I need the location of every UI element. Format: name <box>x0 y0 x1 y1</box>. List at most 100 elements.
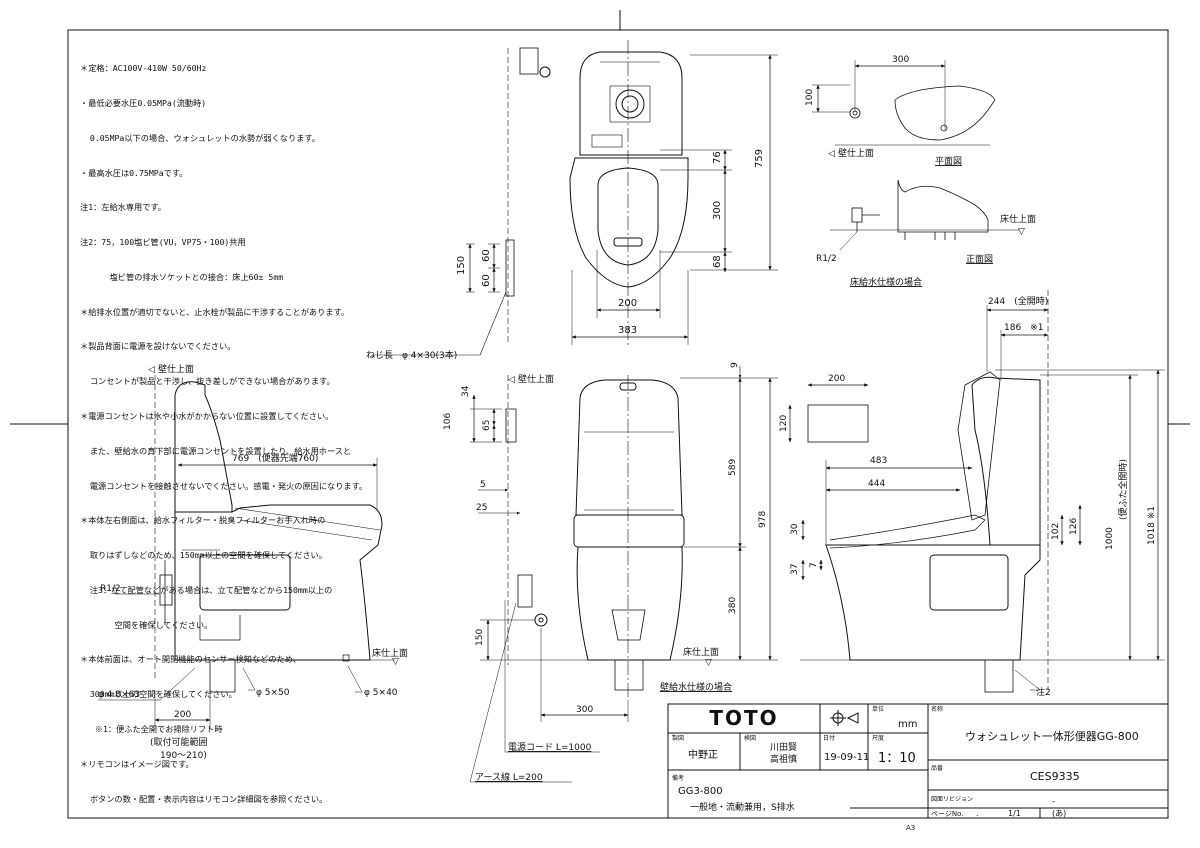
fv-dim-106: 106 <box>443 413 453 430</box>
note-line: ※1：便ふた全開でお掃除リフト時 <box>80 724 223 735</box>
left-side-view <box>98 375 395 728</box>
dim-383: 383 <box>618 325 637 336</box>
fv-wall-icon: ◁ <box>508 375 515 385</box>
revision-value: - <box>1052 797 1055 807</box>
fv-floor-triangle-icon: ▽ <box>705 658 712 668</box>
ls-r-label: R1/2 <box>100 584 121 594</box>
model-desc: 一般地・流動兼用，S排水 <box>690 801 795 813</box>
top-view-labels: 759 76 300 68 200 383 150 60 60 ねじ長 φ 4×… <box>366 149 765 361</box>
rs-dim-30: 30 <box>790 523 800 535</box>
fs-r-label: R1/2 <box>816 254 837 264</box>
note-line: ＊給排水位置が適切でないと、止水栓が製品に干渉することがあります。 <box>80 306 350 317</box>
fv-floor-label: 床仕上面 <box>683 646 719 658</box>
paper-size: A3 <box>906 824 915 832</box>
ls-range-title: (取付可能範囲 <box>150 736 208 748</box>
page-dot: . <box>976 809 979 818</box>
title-block-labels: TOTO 単位 mm 名称 ウォシュレット一体形便器GG-800 製図 中野正 … <box>672 705 1139 832</box>
rs-dim-126: 126 <box>1069 518 1079 535</box>
ls-dim-200: 200 <box>174 710 191 720</box>
rs-dim-1000: 1000 <box>1105 527 1115 550</box>
scale-label: 尺度 <box>872 734 884 742</box>
dim-759: 759 <box>754 149 765 168</box>
floor-supply-labels: 300 100 ◁ 壁仕上面 平面図 床仕上面 ▽ R1/2 正面図 床給水仕様… <box>805 55 1036 288</box>
rs-dim-1018: 1018 ※1 <box>1147 506 1157 545</box>
rs-dim-444: 444 <box>868 479 885 489</box>
ls-floor-triangle-icon: ▽ <box>392 657 399 667</box>
ls-wall-icon: ◁ <box>148 365 155 375</box>
right-side-view <box>788 290 1165 693</box>
screw-label: ねじ長 φ 4×30(3本) <box>366 349 457 361</box>
ls-phi-5a: φ 5×50 <box>256 688 290 698</box>
note-line: ＊電源コンセントは水や小水がかからない位置に設置してください。 <box>80 411 334 421</box>
fv-dim-5: 5 <box>480 480 486 490</box>
fv-power-cord: 電源コード L=1000 <box>508 742 592 753</box>
fv-dim-65: 65 <box>482 420 492 431</box>
top-view <box>372 40 778 356</box>
fs-wall-icon: ◁ <box>828 149 835 159</box>
drafter-label: 製図 <box>672 734 684 742</box>
checker-1: 川田賢 <box>770 742 797 753</box>
note-line: 0.05MPa以下の場合、ウォシュレットの水勢が弱くなります。 <box>80 132 320 143</box>
fs-dim-300: 300 <box>892 55 909 65</box>
drafter-name: 中野正 <box>688 748 718 761</box>
ls-floor-label: 床仕上面 <box>372 647 408 659</box>
fs-wall-label: 壁仕上面 <box>838 147 874 159</box>
checker-label: 検図 <box>744 734 756 742</box>
fv-dim-380: 380 <box>728 597 738 614</box>
note-line: コンセントが製品と干渉し、抜き差しができない場合があります。 <box>80 376 335 387</box>
left-side-labels: ◁ 壁仕上面 769 (便器先端760) R1/2 床仕上面 ▽ φ 4.8×6… <box>98 363 408 761</box>
fv-dim-9: 9 <box>730 362 740 368</box>
note-line: 注3：立て配管などがある場合は、立て配管などから150mm以上の <box>80 584 333 595</box>
rs-note2: 注2 <box>1036 686 1051 698</box>
note-line: ＊本体左右側面は、給水フィルター・脱臭フィルターお手入れ時の <box>80 515 326 526</box>
unit-label: 単位 <box>872 705 884 713</box>
note-line: ＊リモコンはイメージ図です。 <box>80 758 194 769</box>
front-view <box>469 366 778 783</box>
note-line: 注2：75，100塩ビ管(VU，VP75・100)共用 <box>80 237 246 248</box>
rs-lid-open-label: (便ふた全開時) <box>1117 459 1129 520</box>
ls-dim-769: 769 (便器先端760) <box>232 452 318 464</box>
remark-label: 備考 <box>672 774 684 782</box>
product-code: CES9335 <box>1030 770 1080 783</box>
ls-range-value: 190〜210) <box>160 751 207 761</box>
ls-wall-label: 壁仕上面 <box>158 363 194 375</box>
rs-dim-483: 483 <box>870 456 887 466</box>
note-line: 300mm以上の空間を確保してください。 <box>80 689 237 700</box>
note-line: ＊製品背面に電源を設けないでください。 <box>80 341 236 352</box>
dim-remote-60a: 60 <box>481 249 492 262</box>
rs-dim-7: 7 <box>809 562 819 568</box>
unit-value: mm <box>898 719 917 730</box>
front-view-labels: ◁ 壁仕上面 9 589 978 380 34 106 65 5 25 150 … <box>443 362 768 783</box>
fv-dim-978: 978 <box>758 511 768 528</box>
fs-front-label: 正面図 <box>966 254 993 265</box>
page-suffix: (あ) <box>1052 809 1066 818</box>
fs-floor-triangle-icon: ▽ <box>1018 227 1025 237</box>
checker-2: 高祖慎 <box>770 753 797 765</box>
note-line: また、壁給水の真下部に電源コンセントを設置したり、給水用ホースと <box>80 445 352 456</box>
note-line: ・最低必要水圧0.05MPa(流動時) <box>80 97 207 108</box>
dim-76: 76 <box>712 151 723 164</box>
rs-dim-37: 37 <box>790 564 800 575</box>
fv-wall-label: 壁仕上面 <box>518 373 554 385</box>
date-label: 日付 <box>823 734 835 742</box>
sheet-frame <box>10 10 1190 819</box>
rs-dim-102: 102 <box>1051 523 1061 540</box>
title-block <box>667 703 1169 819</box>
fs-caption: 床給水仕様の場合 <box>850 276 922 288</box>
rs-dim-186: 186 ※1 <box>1004 323 1043 333</box>
revision-label: 図面リビジョン <box>931 795 973 803</box>
date-value: 19-09-11 <box>824 752 869 763</box>
rs-dim-120: 120 <box>779 415 789 432</box>
product-name: ウォシュレット一体形便器GG-800 <box>965 729 1139 743</box>
scale-value: 1：10 <box>878 751 916 766</box>
fv-dim-589: 589 <box>728 459 738 476</box>
dim-68: 68 <box>712 255 723 268</box>
page-label: ページNo. <box>931 810 963 818</box>
note-line: 注1：左給水専用です。 <box>80 202 166 213</box>
name-label: 名称 <box>931 705 943 713</box>
note-line: ＊本体前面は、オート開閉機能のセンサー検知などのため、 <box>80 654 302 665</box>
fv-earth-wire: アース線 L=200 <box>475 771 543 783</box>
fv-dim-150: 150 <box>475 629 485 646</box>
ls-phi-5b: φ 5×40 <box>364 688 398 698</box>
